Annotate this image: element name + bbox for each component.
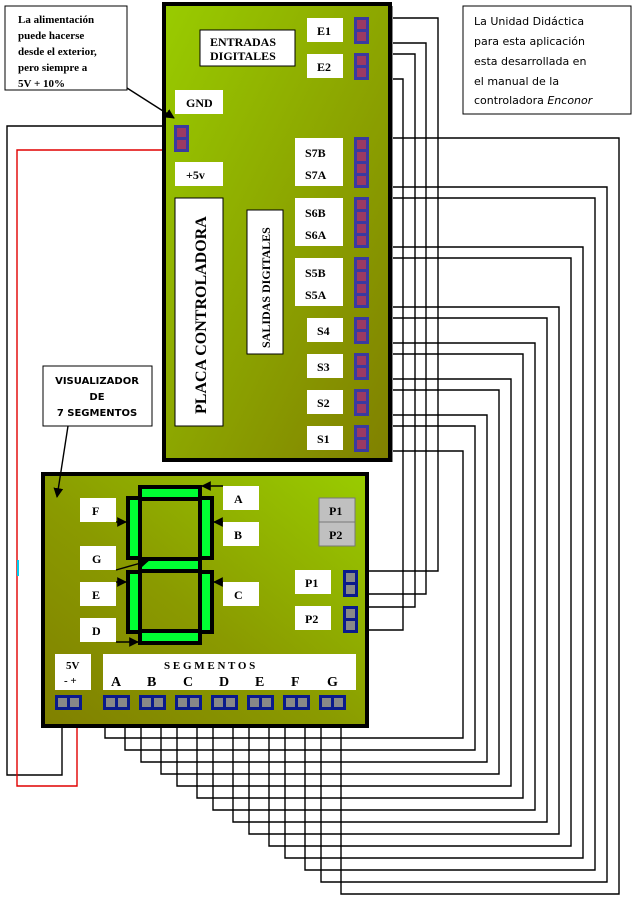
controller-connectors: [354, 17, 369, 452]
seven-segment-digit: [126, 485, 214, 645]
output-label-s7a: S7A: [305, 168, 327, 182]
display-power-label: 5V: [66, 660, 80, 672]
display-power-label-box: [55, 654, 91, 690]
outputs-title-box: [246, 209, 284, 355]
connector-display-power[interactable]: [55, 695, 82, 710]
connector-e1[interactable]: [354, 17, 369, 44]
connector-segment-d[interactable]: [211, 695, 238, 710]
segment-terminal-label: C: [183, 675, 193, 690]
gnd-label-box: [175, 90, 223, 114]
manual-note-line: La Unidad Didáctica: [474, 15, 584, 28]
display-connectors: [55, 570, 358, 710]
display-board: F G E D A B C P1 P2 P1 P2: [41, 472, 369, 728]
outputs-title: SALIDAS DIGITALES: [259, 227, 273, 348]
connector-segment-g[interactable]: [319, 695, 346, 710]
connector-s4[interactable]: [354, 317, 369, 344]
output-label-s7b: S7B: [305, 146, 326, 160]
manual-note-line: esta desarrollada en: [474, 55, 586, 68]
segment-terminal-label: B: [147, 675, 156, 690]
segment-label-a: A: [234, 492, 243, 506]
wires-layer: [6, 17, 620, 895]
wire-marker: [17, 560, 19, 576]
segment-label-c: C: [234, 588, 243, 602]
output-label-s6b: S6B: [305, 206, 326, 220]
inputs-title-line1: ENTRADAS: [210, 35, 276, 49]
connector-segment-e[interactable]: [247, 695, 274, 710]
plus5v-label: +5v: [186, 168, 205, 182]
inputs-title-box: [199, 29, 296, 67]
power-note-line: desde el exterior,: [18, 46, 97, 58]
output-label-s1: S1: [317, 432, 330, 446]
segment-label-d: D: [92, 624, 101, 638]
connector-s6[interactable]: [354, 197, 369, 248]
connector-s3[interactable]: [354, 353, 369, 380]
segment-label-e: E: [92, 588, 100, 602]
controller-board: ENTRADAS DIGITALES E1 E2 GND +5v PLACA C…: [162, 2, 393, 462]
connector-segment-b[interactable]: [139, 695, 166, 710]
segment-label-f: F: [92, 504, 99, 518]
input-label-e1: E1: [317, 24, 331, 38]
power-note-line: pero siempre a: [18, 62, 88, 74]
controller-power-connector[interactable]: [174, 125, 189, 152]
segment-terminal-label: F: [291, 675, 300, 690]
manual-note-line: para esta aplicación: [474, 35, 585, 48]
display-power-polarity: - +: [64, 675, 77, 687]
display-callout-line: 7 SEGMENTOS: [57, 408, 137, 419]
plus5v-label-box: [175, 162, 223, 186]
pushbutton-connector-label-p1: P1: [305, 576, 318, 590]
input-label-e2: E2: [317, 60, 331, 74]
output-label-s5b: S5B: [305, 266, 326, 280]
segment-label-g: G: [92, 552, 101, 566]
power-note-pointer: [126, 87, 175, 119]
pushbutton-p2[interactable]: P2: [329, 528, 342, 542]
display-callout-line: VISUALIZADOR: [55, 376, 139, 387]
connector-s2[interactable]: [354, 389, 369, 416]
pushbutton-p1[interactable]: P1: [329, 504, 342, 518]
connector-s7[interactable]: [354, 137, 369, 188]
display-callout-pointer: [53, 425, 69, 498]
display-callout-line: DE: [89, 392, 104, 403]
output-label-s5a: S5A: [305, 288, 327, 302]
segment-terminal-label: A: [111, 675, 122, 690]
manual-note: La Unidad Didáctica para esta aplicación…: [462, 5, 632, 115]
power-note-line: puede hacerse: [18, 30, 84, 42]
segments-terminal-label-box: [103, 654, 356, 690]
segment-terminal-labels: A B C D E F G: [111, 675, 338, 690]
connector-segment-f[interactable]: [283, 695, 310, 710]
connector-p1[interactable]: [343, 570, 358, 597]
output-label-s4: S4: [317, 324, 330, 338]
inputs-title-line2: DIGITALES: [210, 49, 276, 63]
power-note-line: 5V + 10%: [18, 78, 65, 90]
segment-terminal-label: D: [219, 675, 229, 690]
connector-e2[interactable]: [354, 53, 369, 80]
connector-p2[interactable]: [343, 606, 358, 633]
manual-note-line: controladora Enconor: [474, 94, 594, 107]
connector-s1[interactable]: [354, 425, 369, 452]
gnd-label: GND: [186, 96, 213, 110]
power-note-line: La alimentación: [18, 14, 94, 26]
connector-s5[interactable]: [354, 257, 369, 308]
segments-title: S E G M E N T O S: [164, 660, 255, 672]
output-label-s6a: S6A: [305, 228, 327, 242]
segment-terminal-label: G: [327, 675, 338, 690]
output-label-s2: S2: [317, 396, 330, 410]
output-label-s3: S3: [317, 360, 330, 374]
pushbutton-panel: P1 P2: [318, 497, 356, 547]
connector-segment-a[interactable]: [103, 695, 130, 710]
pushbutton-connector-label-p2: P2: [305, 612, 318, 626]
connector-segment-c[interactable]: [175, 695, 202, 710]
controller-title: PLACA CONTROLADORA: [193, 216, 210, 414]
power-note: La alimentación puede hacerse desde el e…: [4, 5, 175, 119]
segment-terminal-label: E: [255, 675, 264, 690]
display-callout: VISUALIZADOR DE 7 SEGMENTOS: [42, 365, 153, 498]
segment-label-b: B: [234, 528, 242, 542]
controller-title-box: [174, 197, 224, 427]
manual-note-line: el manual de la: [474, 75, 559, 88]
